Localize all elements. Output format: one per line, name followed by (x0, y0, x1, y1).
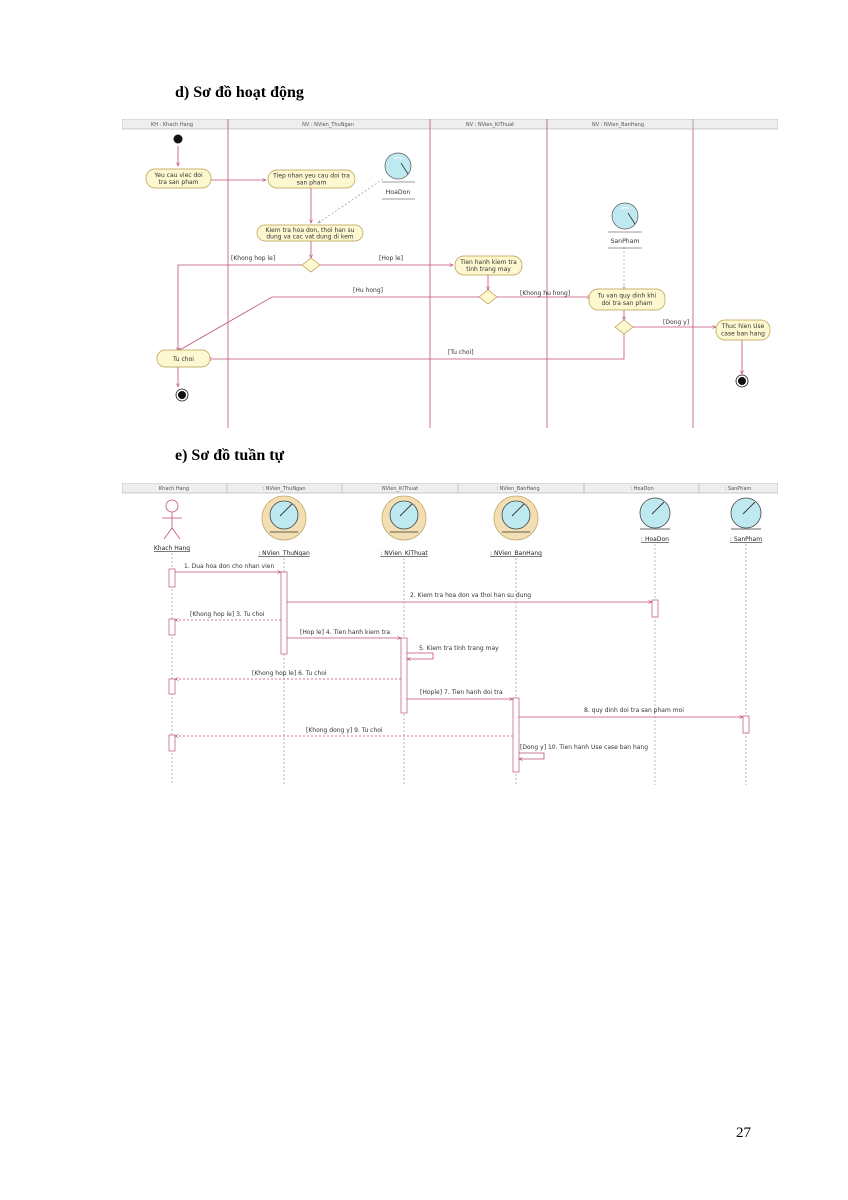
decision-dong-y (614, 319, 634, 335)
participant-icon-ban-hang (493, 495, 539, 541)
guard-tu-choi: [Tu choi] (448, 349, 474, 356)
svg-text:dung va cac vat dung di kem: dung va cac vat dung di kem (266, 234, 353, 241)
final-node-1 (175, 388, 189, 402)
participant-ban-hang: : NVien_BanHang (490, 550, 542, 557)
activity-diagram-heading: d) Sơ đồ hoạt động (175, 84, 304, 101)
svg-text:SanPham: SanPham (610, 238, 639, 245)
action-tiep-nhan-yeu-cau: Tiep nhan yeu cau doi tra san pham (267, 169, 356, 189)
actor-khach-hang (162, 499, 182, 540)
action-thuc-hien-ban-hang: Thuc hien Use case ban hang (715, 319, 771, 341)
svg-text:Tu van quy dinh khi: Tu van quy dinh khi (597, 293, 657, 300)
svg-text:doi tra san pham: doi tra san pham (601, 300, 652, 307)
action-kiem-tra-tinh-trang-may: Tien hanh kiem tra tinh trang may (454, 255, 523, 276)
swimlane-khach-hang: KH : Khach Hang (151, 122, 193, 128)
action-kiem-tra-hoa-don: Kiem tra hoa don, thoi han su dung va ca… (256, 224, 364, 242)
message-6: [Khong hop le] 6. Tu choi (252, 670, 327, 677)
svg-text:Kiem tra hoa don, thoi han su: Kiem tra hoa don, thoi han su (265, 227, 354, 234)
participant-thu-ngan: : NVien_ThuNgan (258, 550, 310, 557)
message-2: 2. Kiem tra hoa don va thoi han su dung (410, 592, 531, 599)
action-tu-van-quy-dinh: Tu van quy dinh khi doi tra san pham (588, 288, 666, 311)
message-5: 5. Kiem tra tinh trang may (419, 645, 499, 652)
header-thu-ngan: : NVien_ThuNgan (263, 486, 306, 492)
svg-text:HoaDon: HoaDon (386, 189, 411, 196)
participant-icon-ki-thuat (381, 495, 427, 541)
guard-khong-hu-hong: [Khong hu hong] (520, 290, 570, 297)
svg-text:Tu choi: Tu choi (172, 356, 194, 363)
sequence-diagram: Khach Hang : NVien_ThuNgan NVien_KiThuat… (122, 483, 778, 785)
svg-text:Tien hanh kiem tra: Tien hanh kiem tra (459, 259, 517, 266)
participant-sanpham: : SanPham (730, 536, 762, 543)
participant-icon-sanpham (730, 497, 762, 530)
message-lines (175, 572, 743, 759)
svg-text:Yeu cau viec doi: Yeu cau viec doi (153, 172, 203, 179)
participant-ki-thuat: : NVien_KiThuat (380, 550, 428, 557)
header-ki-thuat: NVien_KiThuat (382, 486, 418, 492)
participant-icon-hoadon (639, 497, 671, 530)
header-khach-hang: Khach Hang (159, 486, 189, 492)
svg-text:tra san pham: tra san pham (158, 179, 198, 186)
message-1: 1. Dua hoa don cho nhan vien (184, 563, 274, 570)
svg-text:Thuc hien Use: Thuc hien Use (721, 323, 765, 330)
action-yeu-cau-doi-tra: Yeu cau viec doi tra san pham (145, 168, 212, 189)
final-node-2 (735, 374, 749, 388)
header-sanpham: : SanPham (725, 486, 752, 492)
participant-icon-thu-ngan (261, 495, 307, 541)
decision-hop-le (301, 257, 321, 273)
page-number: 27 (736, 1125, 751, 1141)
object-flows (318, 178, 624, 289)
swimlane-dividers (227, 119, 694, 428)
message-8: 8. quy dinh doi tra san pham moi (584, 707, 684, 714)
svg-text:san pham: san pham (297, 180, 327, 187)
guard-dong-y: [Dong y] (663, 319, 689, 326)
object-sanpham: SanPham (608, 202, 642, 249)
svg-text:tinh trang may: tinh trang may (466, 266, 511, 273)
activation-bars (168, 568, 750, 773)
message-10: [Dong y] 10. Tien hanh Use case ban hang (520, 744, 648, 751)
svg-text:Tiep nhan yeu cau doi tra: Tiep nhan yeu cau doi tra (272, 173, 350, 180)
message-3: [Khong hop le] 3. Tu choi (190, 611, 265, 618)
message-labels: 1. Dua hoa don cho nhan vien 2. Kiem tra… (184, 563, 684, 751)
object-hoadon: HoaDon (382, 152, 415, 200)
message-7: [Hople] 7. Tien hanh doi tra (420, 689, 503, 696)
header-hoadon: : HoaDon (630, 486, 653, 492)
activity-diagram: KH : Khach Hang NV : NVien_ThuNgan NV : … (122, 119, 778, 428)
header-ban-hang: : NVien_BanHang (496, 486, 539, 492)
svg-text:case ban hang: case ban hang (721, 331, 765, 338)
swimlane-ki-thuat: NV : NVien_KiThuat (466, 122, 514, 128)
swimlane-thu-ngan: NV : NVien_ThuNgan (302, 122, 354, 128)
activity-flows (178, 146, 742, 387)
message-4: [Hop le] 4. Tien hanh kiem tra (300, 629, 390, 636)
action-tu-choi: Tu choi (156, 349, 211, 368)
guard-khong-hop-le: [Khong hop le] (231, 255, 275, 262)
sequence-diagram-heading: e) Sơ đồ tuần tự (175, 447, 285, 464)
guard-hop-le: [Hop le] (379, 255, 403, 262)
initial-node (173, 134, 183, 144)
participant-hoadon: : HoaDon (641, 536, 669, 543)
guard-hu-hong: [Hu hong] (353, 287, 383, 294)
swimlane-ban-hang: NV : NVien_BanHang (592, 122, 644, 128)
message-9: [Khong dong y] 9. Tu choi (306, 727, 383, 734)
participant-khach-hang: Khach Hang (154, 545, 190, 552)
decision-hu-hong (478, 289, 498, 305)
